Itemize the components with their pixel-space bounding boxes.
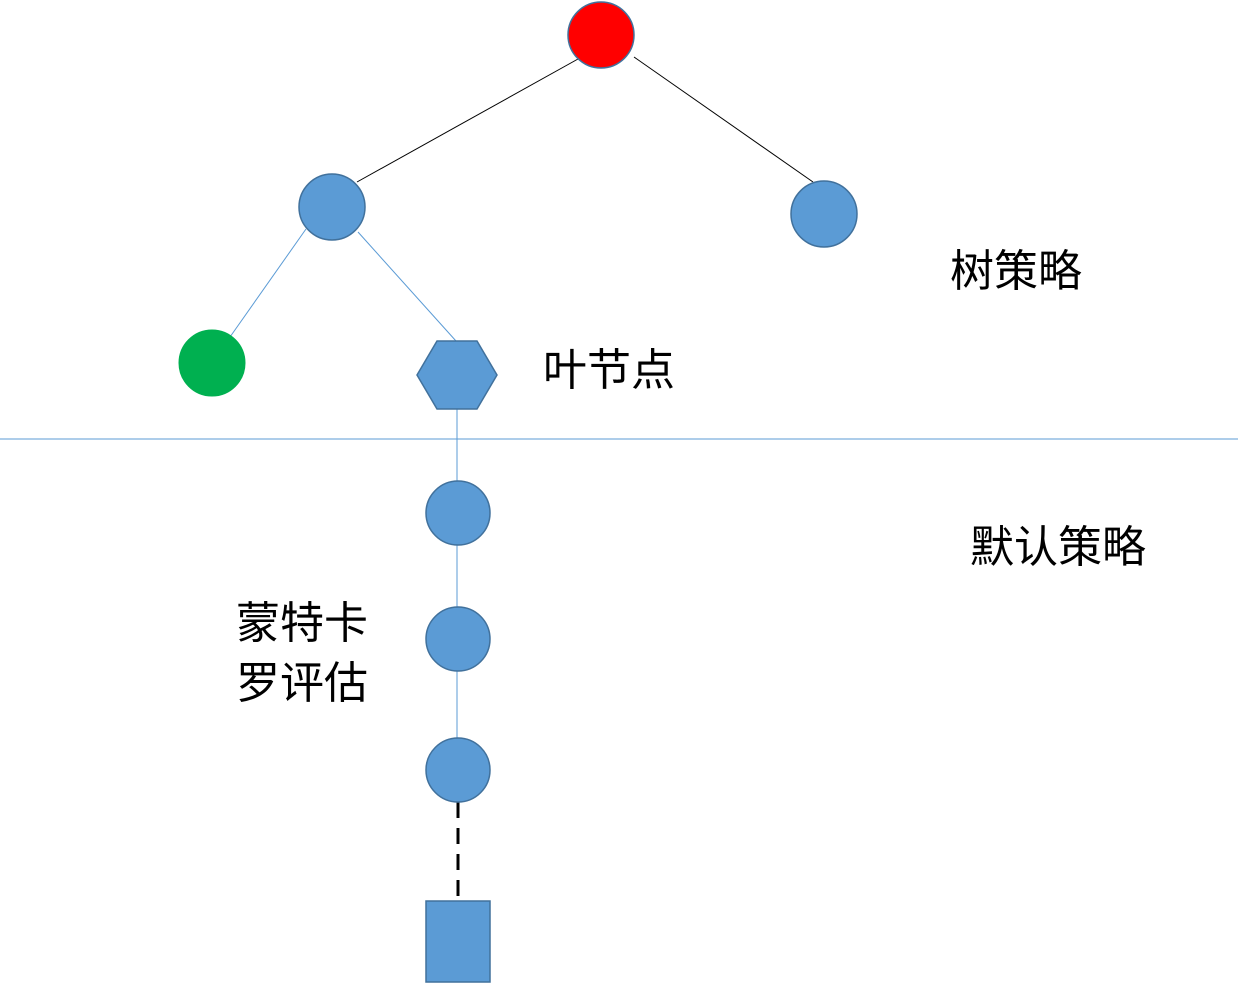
leaf-node-label: 叶节点 bbox=[543, 345, 675, 396]
simulation-node-2 bbox=[425, 606, 491, 672]
simulation-node-3 bbox=[425, 737, 491, 803]
simulation-node-1 bbox=[425, 480, 491, 546]
green-leaf-node bbox=[178, 329, 246, 397]
right-child-node bbox=[790, 180, 858, 248]
left-child-node bbox=[298, 173, 366, 241]
hexagon-leaf-node bbox=[416, 340, 498, 410]
edge-left-child-to-hexagon-leaf bbox=[357, 231, 457, 342]
default-policy-label: 默认策略 bbox=[970, 522, 1146, 573]
edge-root-to-left-child bbox=[356, 58, 579, 183]
terminal-node bbox=[425, 900, 491, 983]
monte-carlo-label-line-2: 罗评估 bbox=[236, 658, 368, 709]
edge-root-to-right-child bbox=[633, 56, 814, 183]
edge-left-child-to-green-leaf bbox=[229, 228, 307, 338]
tree-policy-label: 树策略 bbox=[950, 246, 1082, 297]
monte-carlo-label-line-1: 蒙特卡 bbox=[236, 598, 368, 649]
root-node bbox=[567, 1, 635, 69]
